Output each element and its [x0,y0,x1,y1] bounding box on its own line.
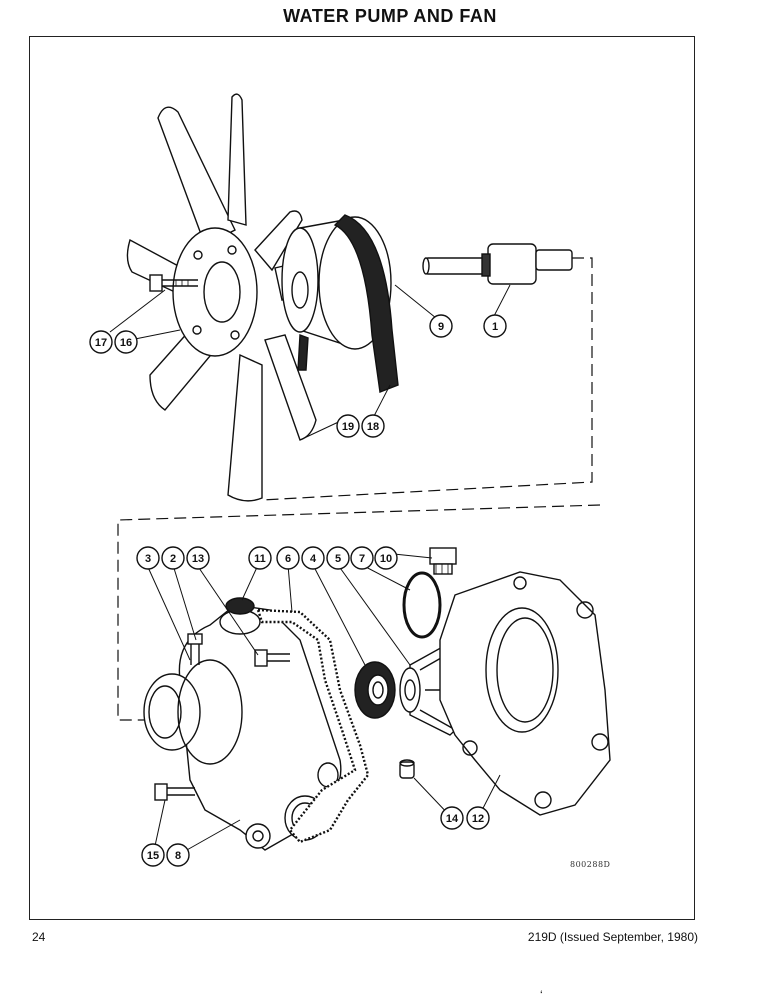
callout-circle-3 [136,546,160,570]
callout-11: 11 [254,553,266,565]
drawing-id: 800288D [570,860,611,869]
callout-1: 1 [492,321,498,333]
shaft-bearing [422,243,573,285]
callout-circle-17 [89,330,113,354]
callout-15: 15 [147,850,159,862]
callout-circle-8 [166,843,190,867]
page-number: 24 [32,930,46,944]
o-ring [402,571,442,639]
callout-14: 14 [446,813,459,825]
cover-plate [439,571,611,816]
assembly-line-lower [117,504,601,721]
callout-5: 5 [335,553,341,565]
callout-circle-18 [361,414,385,438]
callout-12: 12 [472,813,484,825]
callout-6: 6 [285,553,291,565]
assembly-line-upper [261,257,593,501]
callout-circle-1 [483,314,507,338]
callout-19: 19 [342,421,354,433]
callout-3: 3 [145,553,151,565]
gasket [256,608,370,844]
fan-assembly [126,93,332,502]
callout-circle-15 [141,843,165,867]
callout-2: 2 [170,553,176,565]
callout-7: 7 [359,553,365,565]
callout-13: 13 [192,553,204,565]
leader-lines [109,284,511,856]
callout-circle-19 [336,414,360,438]
callout-circle-16 [114,330,138,354]
callout-circle-5 [326,546,350,570]
page-title: WATER PUMP AND FAN [283,6,497,26]
dowel [399,759,415,779]
callout-8: 8 [175,850,181,862]
illustration-frame [29,36,695,920]
issue-note: 219D (Issued September, 1980) [527,930,698,944]
callout-18: 18 [367,421,379,433]
callout-16: 16 [120,337,132,349]
callout-circle-6 [276,546,300,570]
plug [429,547,457,575]
seal [354,661,396,719]
pump-housing [143,597,342,851]
callout-10: 10 [380,553,392,565]
callout-circle-14 [440,806,464,830]
callout-9: 9 [438,321,444,333]
callout-17: 17 [95,337,107,349]
callout-circle-4 [301,546,325,570]
callout-circle-11 [248,546,272,570]
callout-circle-2 [161,546,185,570]
callout-circle-9 [429,314,453,338]
fan-belt [297,214,399,393]
callout-circle-7 [350,546,374,570]
callout-circle-10 [374,546,398,570]
callout-circle-13 [186,546,210,570]
stray-mark: ‘ [540,988,543,1002]
callout-circle-12 [466,806,490,830]
callout-4: 4 [310,553,317,565]
